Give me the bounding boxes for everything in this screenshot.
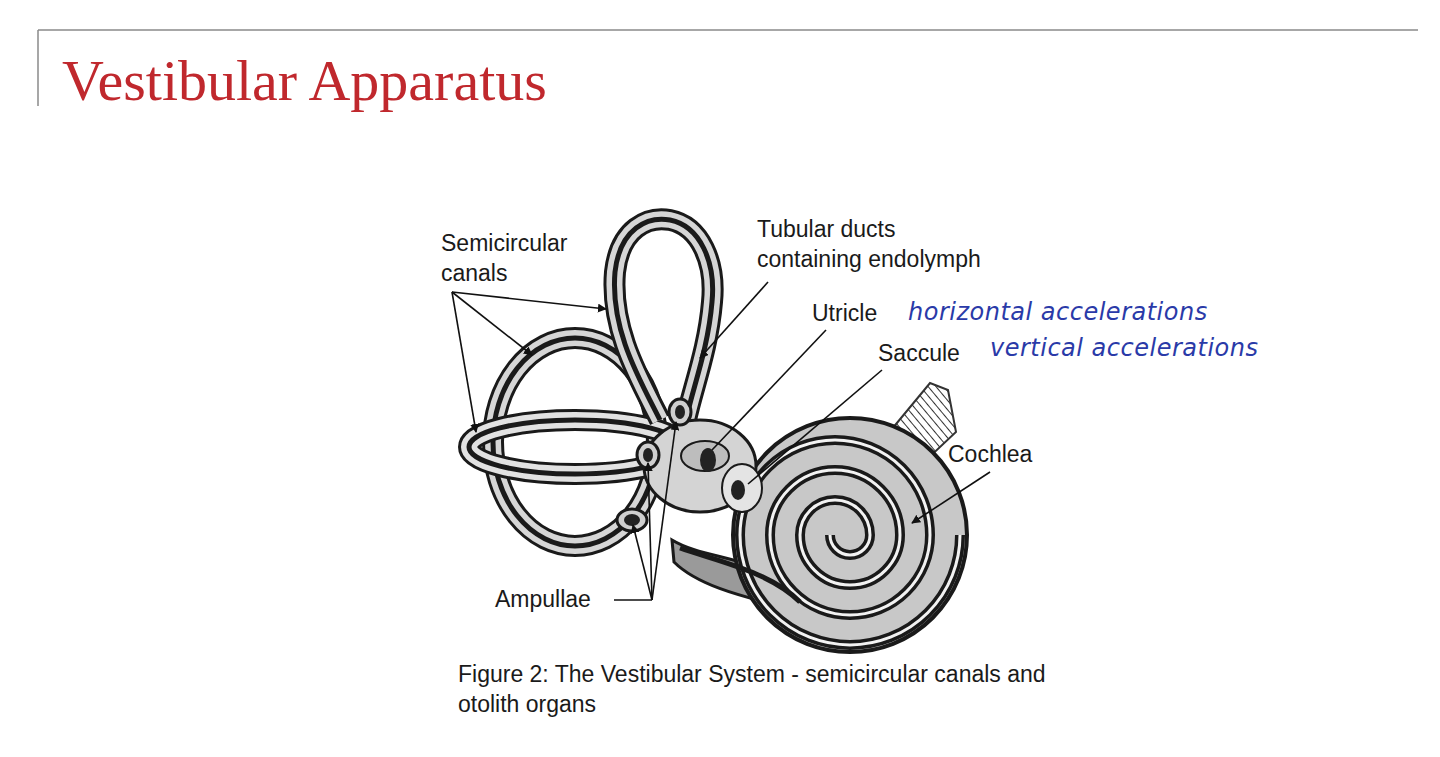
ampullae-drawing <box>617 399 691 531</box>
vestibule-drawing <box>644 420 762 512</box>
saccule-macula <box>731 480 745 500</box>
utricle-shape <box>681 441 729 471</box>
utricle-macula <box>700 448 716 472</box>
handwritten-note: vertical accelerations <box>990 334 1258 363</box>
cochlea-spiral-lumen <box>740 440 960 645</box>
part-label: Semicircular canals <box>441 229 616 289</box>
part-label: Utricle <box>812 299 877 329</box>
saccule-shape <box>722 464 762 512</box>
handwritten-note: horizontal accelerations <box>908 298 1208 327</box>
part-label: Ampullae <box>495 585 591 615</box>
part-label: Tubular ducts containing endolymph <box>757 215 997 275</box>
cochlear-duct-line <box>680 548 800 602</box>
part-label: Saccule <box>878 339 960 369</box>
leader-lines <box>452 282 990 600</box>
part-label: Cochlea <box>948 440 1032 470</box>
cochlea-spiral <box>740 440 960 645</box>
figure-caption: Figure 2: The Vestibular System - semici… <box>458 660 1048 720</box>
slide-title: Vestibular Apparatus <box>62 52 547 110</box>
cochlea-body <box>733 418 967 652</box>
